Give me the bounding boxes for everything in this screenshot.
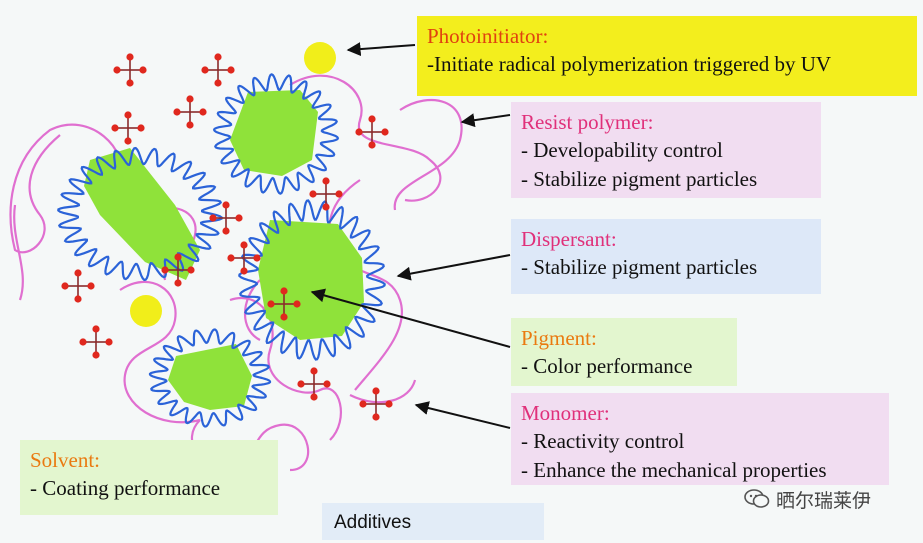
- monomer-molecule: [227, 241, 261, 275]
- photoinitiator-label-box: Photoinitiator: -Initiate radical polyme…: [417, 16, 917, 96]
- solvent-desc-1: - Coating performance: [30, 476, 221, 500]
- monomer-molecule: [355, 115, 389, 149]
- dispersant-chains: [57, 73, 386, 428]
- additives-label: Additives: [322, 503, 544, 540]
- monomer-molecule: [61, 269, 95, 303]
- dispersant-title: Dispersant:: [521, 227, 617, 251]
- pigment-desc-1: - Color performance: [521, 354, 693, 378]
- resist-polymer-label-box: Resist polymer: - Developability control…: [511, 102, 821, 198]
- monomer-molecule: [309, 177, 343, 211]
- monomer-title: Monomer:: [521, 401, 610, 425]
- dispersant-label-box: Dispersant: - Stabilize pigment particle…: [511, 219, 821, 294]
- dispersant-loop: [148, 328, 272, 428]
- dispersant-loop: [212, 73, 340, 195]
- dispersant-desc-1: - Stabilize pigment particles: [521, 255, 758, 279]
- watermark: 晒尔瑞莱伊: [744, 484, 871, 514]
- photoinitiator-dot: [130, 295, 162, 327]
- monomer-molecule: [297, 367, 331, 401]
- monomer-desc-1: - Reactivity control: [521, 429, 685, 453]
- resist-polymer-title: Resist polymer:: [521, 110, 654, 134]
- arrow-resist-polymer: [460, 113, 511, 128]
- resist-polymer-desc-2: - Stabilize pigment particles: [521, 167, 758, 191]
- monomer-molecule: [113, 53, 147, 87]
- monomer-molecule: [267, 287, 301, 321]
- monomer-molecule: [209, 201, 243, 235]
- photoinitiator-title: Photoinitiator:: [427, 24, 549, 48]
- solvent-title: Solvent:: [30, 448, 101, 472]
- wechat-icon: [744, 489, 770, 508]
- dispersant-loop: [238, 199, 386, 361]
- monomer-molecule: [111, 111, 145, 145]
- pigment-particles: [84, 90, 364, 410]
- monomer-molecule: [161, 253, 195, 287]
- pigment-label-box: Pigment: - Color performance: [511, 318, 737, 386]
- photoinitiator-desc-1: -Initiate radical polymerization trigger…: [427, 52, 832, 76]
- monomer-label-box: Monomer: - Reactivity control - Enhance …: [511, 393, 889, 485]
- monomer-molecule: [79, 325, 113, 359]
- arrow-photoinitiator: [346, 42, 416, 57]
- monomer-molecule: [173, 95, 207, 129]
- arrow-dispersant: [396, 254, 511, 281]
- solvent-label-box: Solvent: - Coating performance: [20, 440, 278, 515]
- pigment-title: Pigment:: [521, 326, 597, 350]
- arrow-pigment: [310, 288, 511, 348]
- monomer-molecule: [359, 387, 393, 421]
- monomer-desc-2: - Enhance the mechanical properties: [521, 458, 827, 482]
- arrows: [310, 42, 511, 429]
- resist-polymer-desc-1: - Developability control: [521, 138, 723, 162]
- monomer-molecule: [201, 53, 235, 87]
- monomer-molecules: [61, 53, 393, 421]
- photoinitiator-dot: [304, 42, 336, 74]
- watermark-text: 晒尔瑞莱伊: [776, 489, 872, 512]
- arrow-monomer: [414, 401, 511, 429]
